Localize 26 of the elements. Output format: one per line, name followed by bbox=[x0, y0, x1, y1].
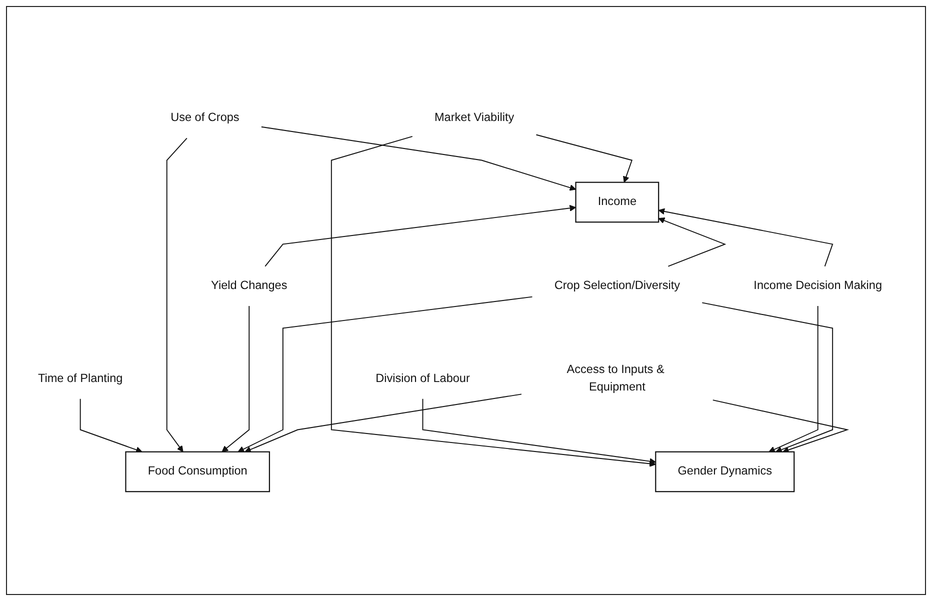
arrow bbox=[244, 394, 522, 453]
node-box: Gender Dynamics bbox=[655, 451, 795, 492]
arrow bbox=[658, 217, 726, 267]
node-text: Access to Inputs & Equipment bbox=[566, 363, 664, 394]
arrow bbox=[80, 398, 142, 453]
node-box: Food Consumption bbox=[125, 451, 270, 492]
node-box: Income bbox=[575, 182, 660, 223]
node-text: Use of Crops bbox=[170, 112, 240, 124]
arrow bbox=[264, 204, 576, 267]
node-text: Yield Changes bbox=[211, 280, 288, 292]
arrow bbox=[712, 400, 850, 454]
arrow bbox=[768, 306, 818, 452]
arrow bbox=[330, 136, 656, 467]
node-text: Time of Planting bbox=[38, 372, 123, 385]
arrow bbox=[536, 134, 633, 183]
node-text: Income Decision Making bbox=[754, 280, 882, 292]
arrow bbox=[260, 126, 576, 191]
node-text: Crop Selection/Diversity bbox=[554, 280, 680, 292]
arrow bbox=[702, 302, 834, 453]
node-text: Market Viability bbox=[434, 112, 514, 124]
node-text: Division of Labour bbox=[376, 372, 470, 385]
arrow bbox=[238, 296, 533, 452]
arrow bbox=[222, 306, 250, 452]
arrow bbox=[422, 398, 656, 464]
arrow bbox=[166, 138, 188, 452]
arrow bbox=[658, 208, 834, 267]
